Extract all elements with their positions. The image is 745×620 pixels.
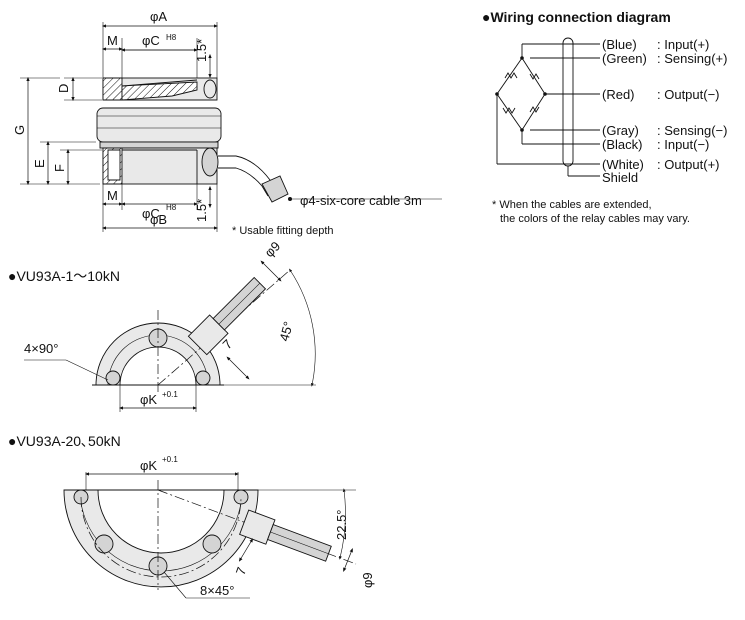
wiring-row-red: (Red) : Output(−) (602, 87, 720, 102)
wire-shield-label: Shield (602, 170, 638, 185)
wiring-row-white: (White) : Output(+) (602, 157, 720, 172)
wire-color-label: (Black) (602, 137, 642, 152)
dim-phi9-small: φ9 (262, 238, 284, 260)
wiring-note-1: * When the cables are extended, (492, 199, 652, 211)
dim-e: E (32, 159, 47, 168)
wire-function-label: : Input(+) (657, 37, 709, 52)
dim-phi-k-small-tolerance: +0.1 (162, 390, 178, 399)
dim-depth-top: 1.5* (194, 39, 209, 62)
wire-color-label: (Green) (602, 51, 647, 66)
dim-phi-c-bottom-tolerance: H8 (166, 203, 177, 212)
model-small-view: ●VU93A-1〜10kN 45° φ9 7 4×90° (8, 238, 316, 412)
wiring-note-2: the colors of the relay cables may vary. (500, 213, 690, 225)
wiring-row-blue: (Blue) : Input(+) (602, 37, 709, 52)
model-large-title: ●VU93A-20､50kN (8, 433, 121, 449)
wiring-row-black: (Black) : Input(−) (602, 137, 709, 152)
side-view: φA M φC H8 1.5* D (12, 9, 442, 237)
dim-7-small: 7 (220, 336, 236, 352)
wire-color-label: (Blue) (602, 37, 637, 52)
dim-phi-k-small: φK (140, 392, 157, 407)
dim-phi-k-large-tolerance: +0.1 (162, 455, 178, 464)
dim-phi-k-large: φK (140, 458, 157, 473)
bridge-circuit (495, 56, 547, 132)
dim-phi-c-top: φC (142, 33, 160, 48)
cable-label: φ4-six-core cable 3m (300, 193, 422, 208)
wiring-row-gray: (Gray) : Sensing(−) (602, 123, 727, 138)
angle-45: 45° (276, 320, 296, 343)
dim-m-bottom: M (107, 188, 118, 203)
wiring-title: ●Wiring connection diagram (482, 9, 671, 25)
dim-f: F (52, 164, 67, 172)
dim-phi9-large: φ9 (360, 572, 375, 588)
wire-function-label: : Input(−) (657, 137, 709, 152)
wire-function-label: : Output(+) (657, 157, 720, 172)
wiring-diagram: ●Wiring connection diagram (482, 9, 727, 225)
dim-d: D (56, 84, 71, 93)
dim-7-large: 7 (233, 565, 250, 577)
holes-8x45: 8×45° (200, 583, 234, 598)
wiring-row-green: (Green) : Sensing(+) (602, 51, 727, 66)
dim-depth-bottom: 1.5* (194, 199, 209, 222)
model-large-view: ●VU93A-20､50kN φK +0.1 22.5° (8, 433, 375, 599)
dim-m-top: M (107, 33, 118, 48)
angle-22-5: 22.5° (334, 509, 349, 540)
dim-phi-b: φB (150, 212, 167, 227)
holes-4x90: 4×90° (24, 341, 58, 356)
wire-function-label: : Sensing(+) (657, 51, 727, 66)
wire-color-label: (White) (602, 157, 644, 172)
model-small-title: ●VU93A-1〜10kN (8, 268, 120, 284)
dim-phi-a: φA (150, 9, 167, 24)
fitting-depth-note: * Usable fitting depth (232, 225, 334, 237)
dim-g: G (12, 125, 27, 135)
wire-color-label: (Red) (602, 87, 635, 102)
dim-phi-c-top-tolerance: H8 (166, 33, 177, 42)
wire-color-label: (Gray) (602, 123, 639, 138)
dim-phi-c-bottom: φC (142, 206, 160, 221)
wire-function-label: : Sensing(−) (657, 123, 727, 138)
wire-function-label: : Output(−) (657, 87, 720, 102)
